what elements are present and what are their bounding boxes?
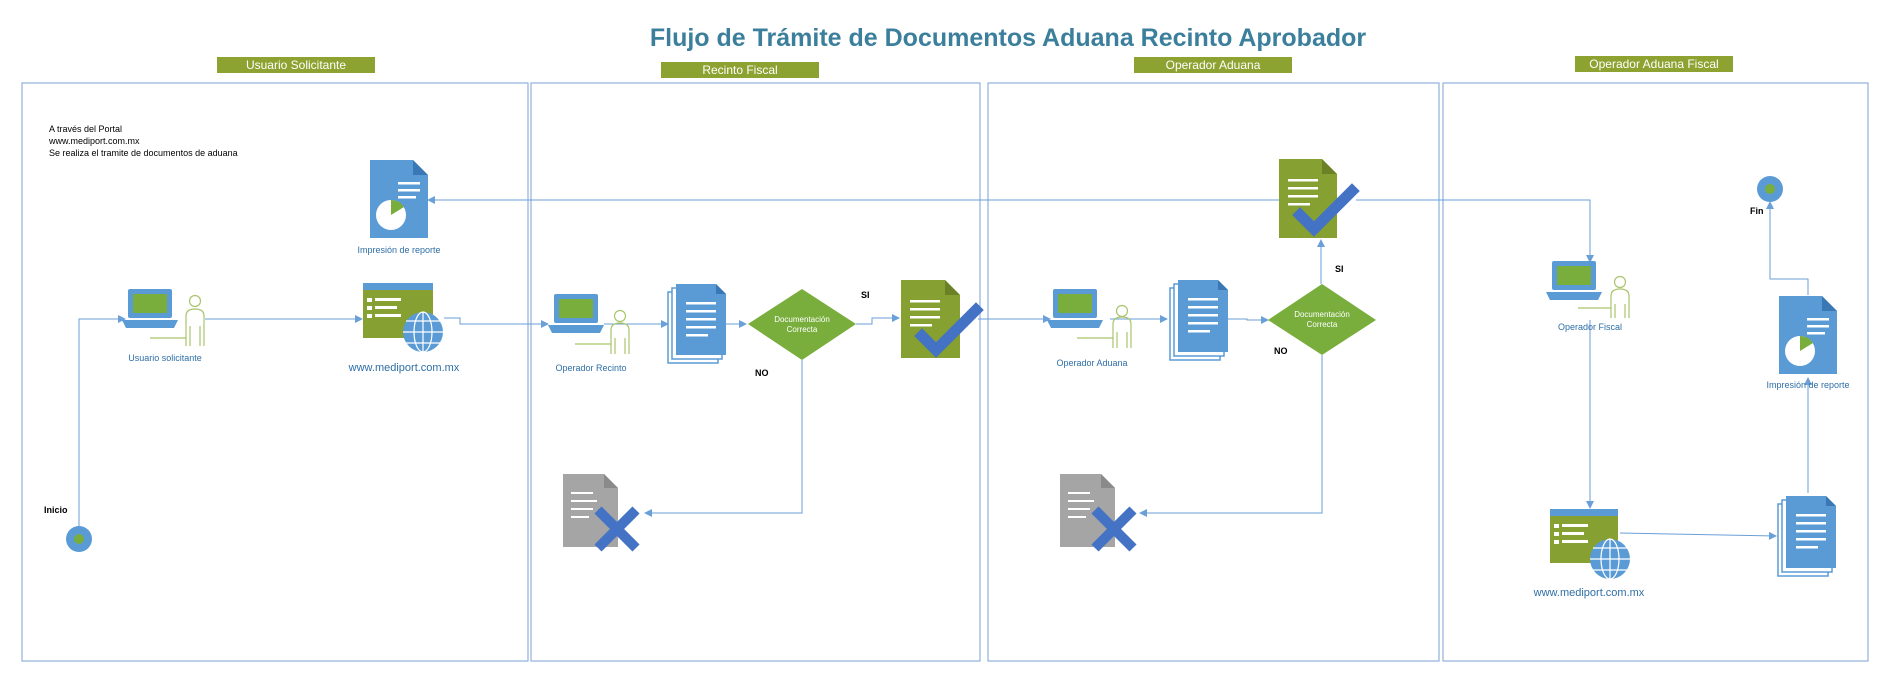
start-event [66, 526, 92, 552]
decision-1-no-label: NO [755, 368, 769, 378]
globe-icon-2 [1590, 538, 1630, 580]
lane-header-operador-aduana [1134, 57, 1292, 73]
recinto-laptop-icon [548, 294, 604, 333]
end-event [1757, 176, 1783, 202]
connector-inicio-usuario [78, 315, 126, 528]
lane-operador-aduana-fiscal: Operador Aduana Fiscal [1442, 56, 1869, 662]
connector-decision2-no [1139, 355, 1323, 517]
usuario-laptop-icon [122, 289, 178, 328]
note-line: A través del Portal [49, 124, 122, 134]
lane-header-label: Operador Aduana Fiscal [1589, 57, 1718, 71]
connector-portal-recinto [444, 317, 549, 328]
decision-2-no-label: NO [1274, 346, 1288, 356]
start-label: Inicio [44, 505, 68, 515]
lane-header-operador-aduana-fiscal [1575, 56, 1733, 72]
documents-stack-icon-2 [1169, 280, 1228, 361]
report-document-icon [370, 160, 428, 238]
connector-decision1-si [856, 314, 900, 325]
connectors [78, 196, 1812, 540]
lane-header-label: Operador Aduana [1166, 58, 1261, 72]
impresion-2-label: Impresión de reporte [1766, 380, 1849, 390]
documents-stack-icon [667, 284, 726, 364]
lane-recinto-fiscal: Recinto Fiscal [530, 62, 981, 662]
decision-2-si-label: SI [1335, 264, 1344, 274]
note-line: www.mediport.com.mx [48, 136, 140, 146]
fiscal-laptop-icon [1546, 261, 1602, 300]
decision-1-label-2: Correcta [787, 325, 818, 334]
connector-reporte-fin [1766, 201, 1809, 295]
aduana-person-icon [1077, 304, 1132, 348]
end-label: Fin [1750, 206, 1764, 216]
recinto-person-icon [575, 309, 630, 354]
report-document-icon-2 [1779, 296, 1837, 374]
approved-document-icon [901, 280, 984, 358]
web-portal-icon-2 [1550, 509, 1618, 563]
connector-docs-decision2 [1228, 316, 1269, 324]
decision-1-diamond [748, 289, 856, 360]
operador-aduana-label: Operador Aduana [1056, 358, 1127, 368]
connector-decision1-no [644, 360, 803, 517]
portal-1-label: www.mediport.com.mx [348, 362, 460, 374]
usuario-person-icon [150, 294, 205, 346]
lane-header-usuario-solicitante [217, 57, 375, 73]
diagram-title: Flujo de Trámite de Documentos Aduana Re… [650, 24, 1367, 52]
aduana-laptop-icon [1047, 289, 1103, 328]
documents-stack-icon-3 [1777, 496, 1836, 577]
impresion-1-label: Impresión de reporte [357, 245, 440, 255]
usuario-solicitante-label: Usuario solicitante [128, 353, 202, 363]
connector-approved-fiscal [1356, 199, 1594, 263]
decision-1-label: Documentación [774, 315, 830, 324]
globe-icon [403, 311, 443, 353]
note-line: Se realiza el tramite de documentos de a… [49, 148, 238, 158]
lane-header-label: Usuario Solicitante [246, 58, 346, 72]
portal-note: A través del Portal www.mediport.com.mx … [48, 124, 238, 158]
rejected-document-icon [563, 474, 640, 552]
lane-operador-aduana: Operador Aduana [987, 57, 1440, 662]
decision-1-si-label: SI [861, 290, 870, 300]
lane-header-recinto-fiscal [661, 62, 819, 78]
approved-document-icon-2 [1279, 159, 1360, 238]
decision-2-diamond [1268, 284, 1376, 355]
portal-2-label: www.mediport.com.mx [1533, 587, 1645, 599]
lane-usuario-solicitante: Usuario Solicitante [21, 57, 529, 662]
decision-2-label-2: Correcta [1307, 320, 1338, 329]
operador-fiscal-label: Operador Fiscal [1558, 322, 1622, 332]
connector-portal-docs [1619, 531, 1777, 540]
fiscal-person-icon [1578, 275, 1630, 318]
lane-header-label: Recinto Fiscal [702, 63, 777, 77]
rejected-document-icon-2 [1060, 474, 1137, 552]
operador-recinto-label: Operador Recinto [555, 363, 626, 373]
decision-2-label: Documentación [1294, 310, 1350, 319]
